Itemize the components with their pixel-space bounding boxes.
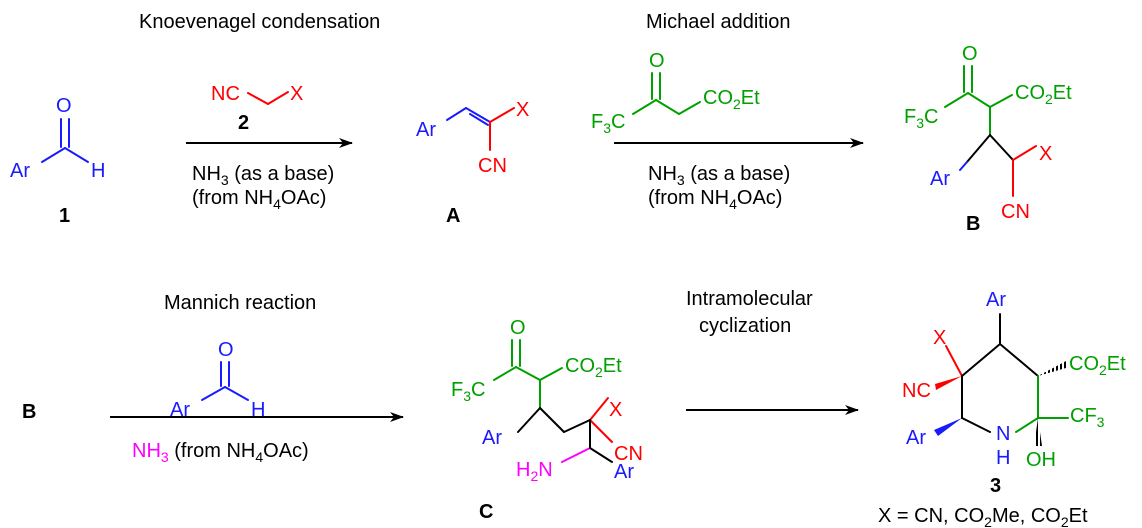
group-co2et: CO2Et	[703, 87, 760, 112]
compound-label-3: 3	[990, 475, 1001, 497]
atom-ar: Ar	[416, 119, 436, 141]
atom-o: O	[962, 43, 978, 65]
hash-oh	[1034, 418, 1042, 446]
atom-ar: Ar	[482, 427, 502, 449]
group-cf3: CF3	[1070, 405, 1105, 430]
atom-nh-h: H	[996, 447, 1010, 469]
wedge-cn	[935, 376, 962, 390]
intermediate-b: O F3C CO2Et Ar X CN B	[904, 43, 1072, 235]
compound-label-c: C	[479, 501, 493, 523]
atom-ar: Ar	[614, 461, 634, 483]
step-title-mannich: Mannich reaction	[164, 292, 316, 314]
atom-nc: NC	[211, 83, 240, 105]
atom-h: H	[91, 160, 105, 182]
group-f3c: F3C	[451, 379, 485, 404]
wedge-ar	[934, 418, 962, 436]
step-title-intramolecular: Intramolecular	[686, 288, 813, 310]
compound-label-2: 2	[238, 112, 249, 134]
group-f3c: F3C	[591, 111, 625, 136]
product-3: Ar X NC N H CO2Et Ar CF3 OH 3	[902, 289, 1126, 497]
atom-oh: OH	[1026, 449, 1056, 471]
trifluoroacetoacetate: O CO2Et F3C	[591, 50, 760, 136]
atom-n: N	[996, 423, 1010, 445]
hash-co2et	[1038, 360, 1068, 376]
atom-ar-2: Ar	[906, 427, 926, 449]
intermediate-c: O F3C CO2Et Ar X CN H2N Ar C	[451, 317, 643, 523]
atom-ar: Ar	[170, 399, 190, 421]
condition-source-1: (from NH4OAc)	[192, 187, 326, 212]
atom-ar: Ar	[10, 160, 30, 182]
group-co2et: CO2Et	[1015, 82, 1072, 107]
condition-amine: NH3 (from NH4OAc)	[132, 440, 309, 465]
atom-x: X	[516, 99, 529, 121]
atom-cn: CN	[478, 155, 507, 177]
compound-label-1: 1	[59, 205, 70, 227]
atom-h: H	[251, 399, 265, 421]
condition-base-1: NH3 (as a base)	[192, 163, 334, 188]
atom-o: O	[649, 50, 665, 72]
condition-source-2: (from NH4OAc)	[648, 187, 782, 212]
atom-o: O	[510, 317, 526, 339]
step-title-knoevenagel: Knoevenagel condensation	[139, 11, 380, 33]
atom-ar: Ar	[930, 168, 950, 190]
group-h2n: H2N	[516, 459, 553, 484]
step-title-cyclization: cyclization	[699, 315, 791, 337]
substituent-footnote: X = CN, CO2Me, CO2Et	[878, 505, 1088, 528]
aryl-aldehyde: O Ar H	[170, 339, 265, 421]
atom-cn: CN	[1001, 201, 1030, 223]
atom-x: X	[290, 83, 303, 105]
group-co2et: CO2Et	[1069, 353, 1126, 378]
step-title-michael: Michael addition	[646, 11, 791, 33]
reagent-2: NC X 2	[211, 83, 303, 134]
group-co2et: CO2Et	[565, 355, 622, 380]
compound-1: Ar O H 1	[10, 95, 105, 227]
group-f3c: F3C	[904, 106, 938, 131]
atom-o: O	[56, 95, 72, 117]
atom-nc: NC	[902, 380, 931, 402]
atom-cn: CN	[614, 443, 643, 465]
compound-label-b: B	[966, 213, 980, 235]
atom-x: X	[1039, 143, 1052, 165]
atom-o: O	[218, 339, 234, 361]
atom-ar: Ar	[986, 289, 1006, 311]
compound-label-a: A	[446, 205, 460, 227]
atom-x: X	[609, 399, 622, 421]
intermediate-a: Ar X CN A	[416, 99, 529, 227]
condition-base-2: NH3 (as a base)	[648, 163, 790, 188]
reactant-b: B	[22, 401, 36, 423]
atom-x: X	[933, 327, 946, 349]
